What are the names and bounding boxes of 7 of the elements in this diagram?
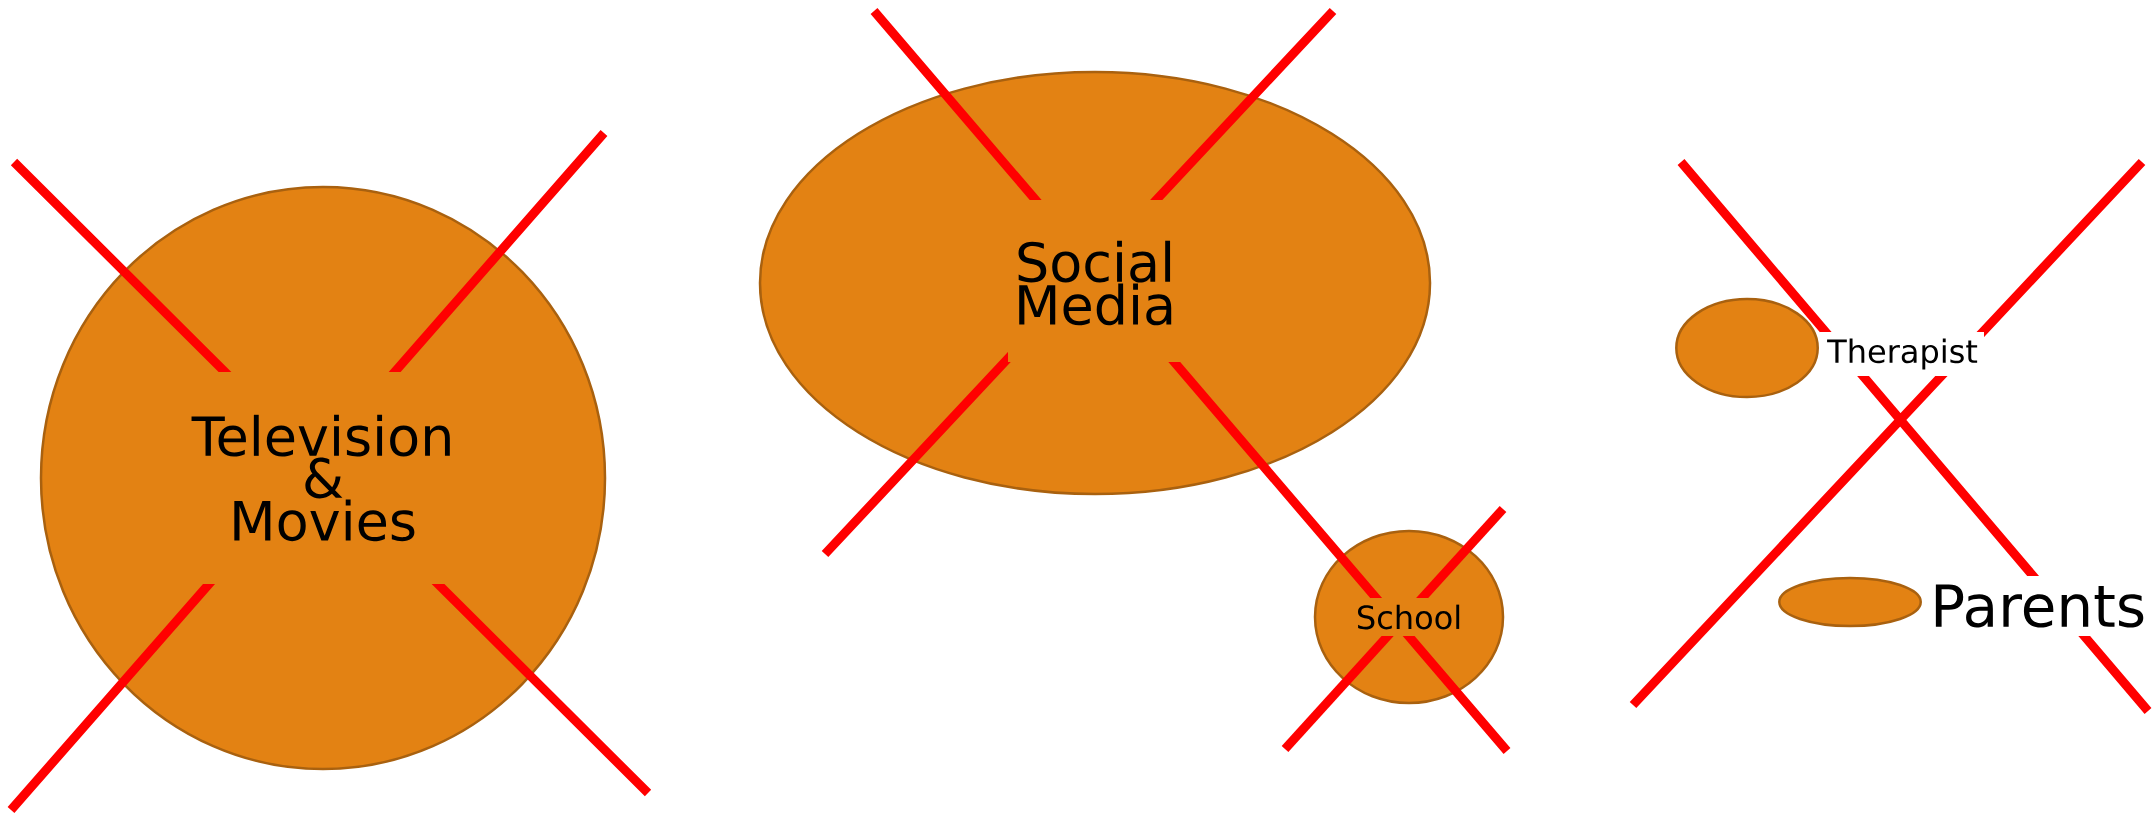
ellipse-node: Television & Movies <box>39 185 607 771</box>
node-label: Therapist <box>1827 338 1978 370</box>
ellipse-node: Social Media <box>758 70 1432 496</box>
node-label: Parents <box>1935 584 2144 628</box>
ellipse-shape <box>1675 297 1819 399</box>
ellipse-node: School <box>1313 529 1505 705</box>
ellipse-shape <box>1778 576 1922 628</box>
